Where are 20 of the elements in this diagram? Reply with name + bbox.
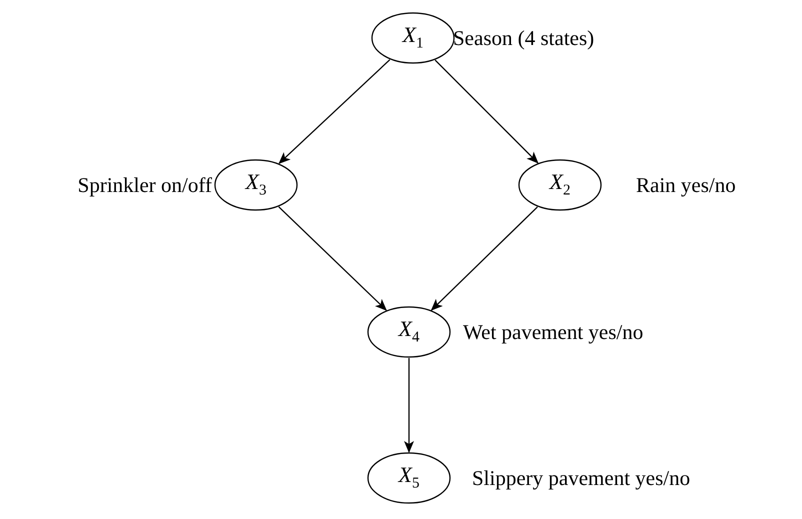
node-caption: Slippery pavement yes/no [472, 465, 690, 491]
arrow [430, 206, 538, 311]
variable-ellipse [367, 306, 451, 358]
variable-label: X$_{1}$ [402, 24, 424, 52]
node-caption: Season (4 states) [453, 25, 594, 51]
node-caption: Wet pavement yes/no [463, 319, 644, 345]
variable-ellipse [518, 159, 602, 211]
node-caption: Rain yes/no [636, 172, 736, 198]
arrow [404, 358, 414, 453]
variable-label: X$_{4}$ [398, 318, 420, 346]
variable-label: X$_{2}$ [550, 171, 570, 199]
variable-label: X$_{5}$ [398, 464, 420, 492]
arrow [434, 60, 539, 164]
variable-ellipse [371, 12, 455, 64]
variable-ellipse [367, 452, 451, 504]
arrow [278, 59, 390, 164]
variable-label: X$_{3}$ [246, 171, 266, 199]
arrow [278, 206, 387, 311]
node-caption: Sprinkler on/off [78, 172, 212, 198]
variable-ellipse [214, 159, 298, 211]
